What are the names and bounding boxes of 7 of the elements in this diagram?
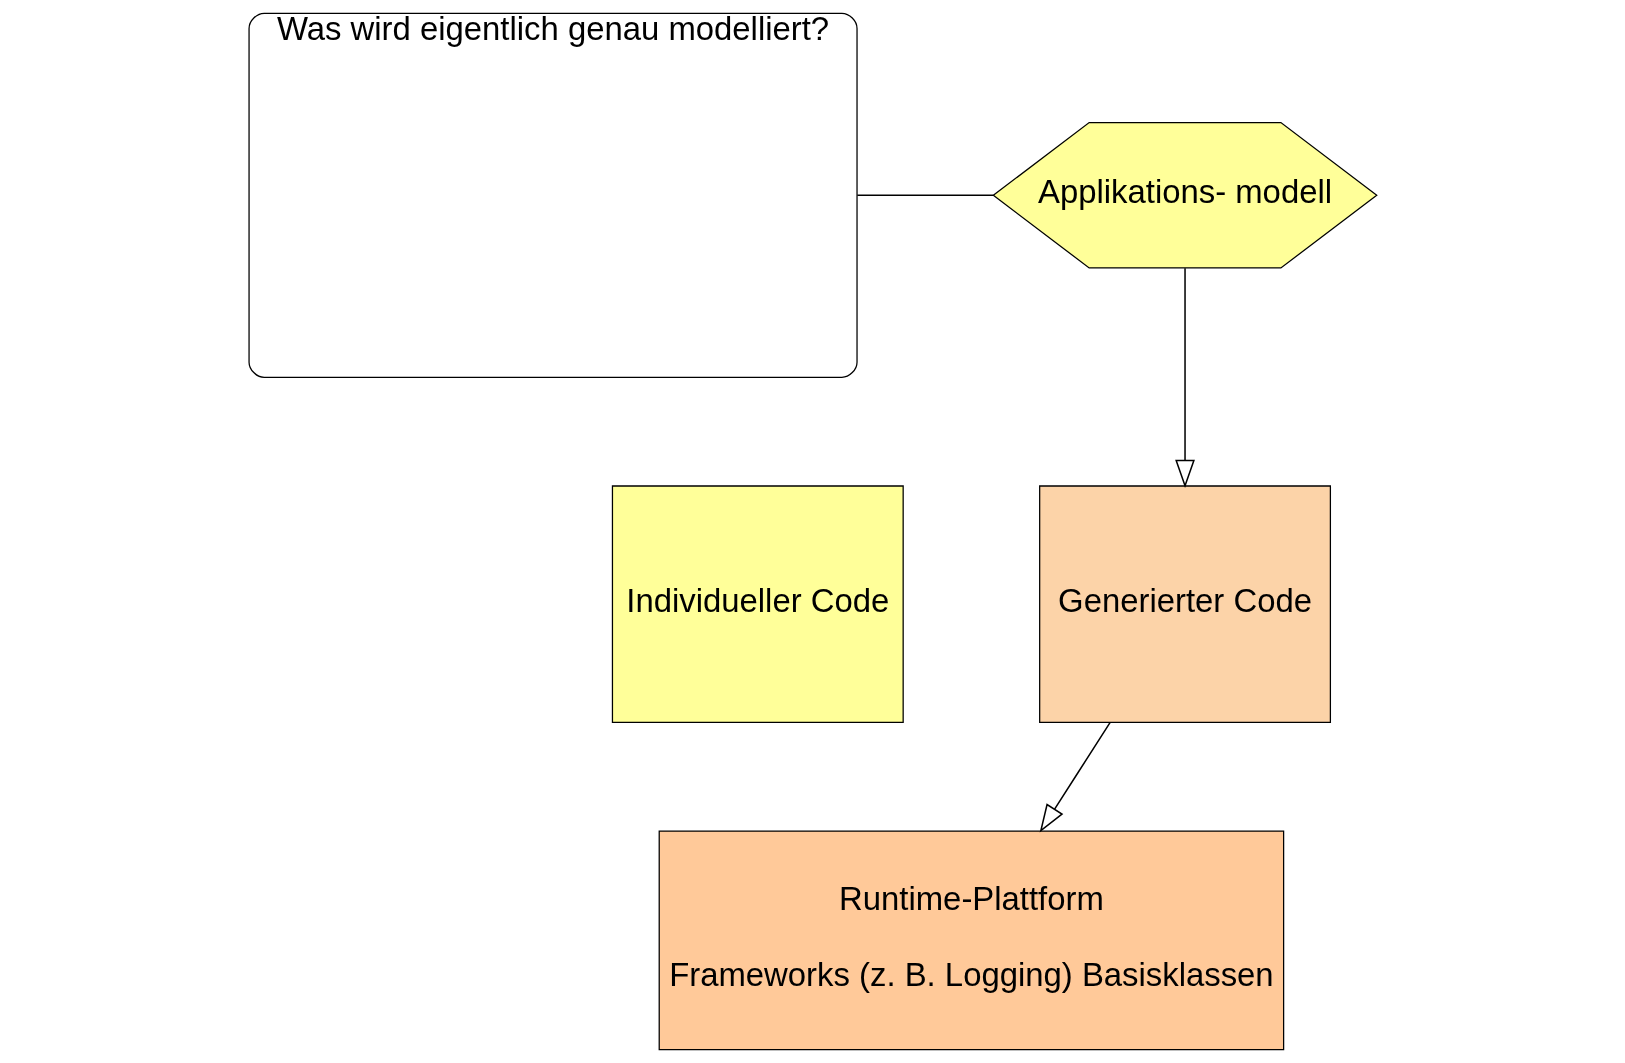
arrow xyxy=(1039,721,1111,833)
node-box: Was wird eigentlich genau modelliert? xyxy=(247,12,858,378)
node-box: Runtime-Plattform Frameworks (z. B. Logging) Basisklassen xyxy=(658,830,1284,1051)
node-box: Generierter Code xyxy=(1038,485,1331,723)
node-box: Individueller Code xyxy=(611,485,904,723)
connector xyxy=(856,194,994,197)
arrow xyxy=(1174,267,1195,489)
